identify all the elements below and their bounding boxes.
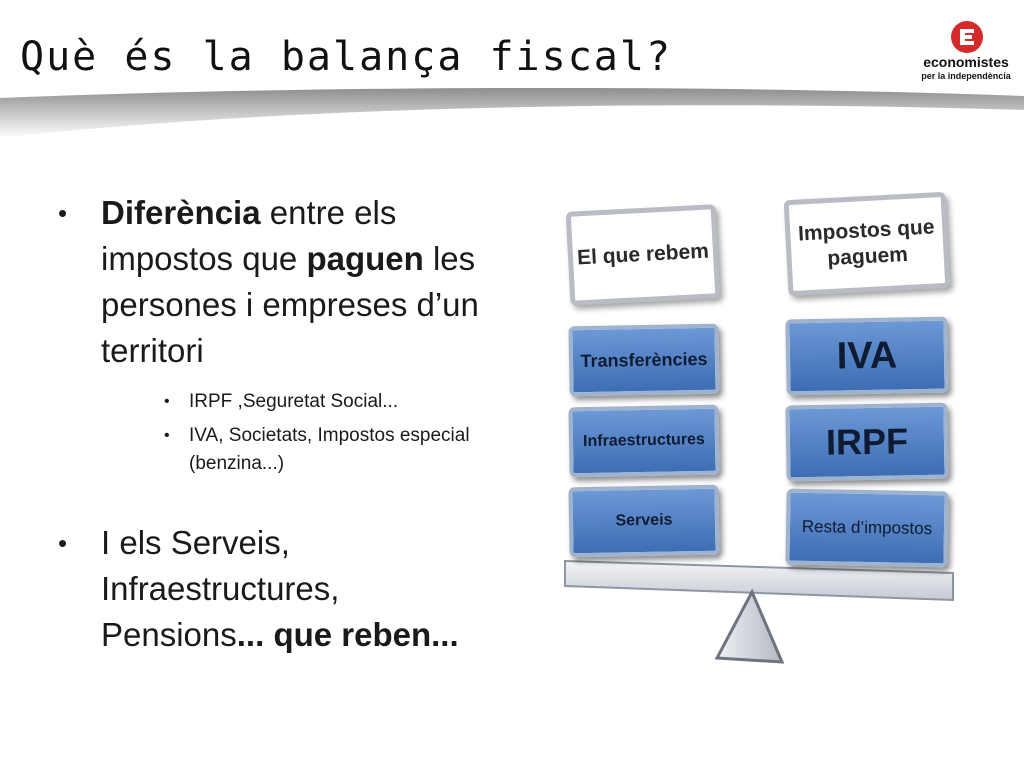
- scale-fulcrum: [714, 588, 785, 664]
- bullet-sub-2: •IVA, Societats, Impostos especial (benz…: [58, 422, 498, 478]
- header-swoosh: [0, 88, 1024, 138]
- left-item-transferencies: Transferències: [568, 323, 720, 397]
- logo-mark-icon: [951, 21, 983, 53]
- left-item-serveis: Serveis: [568, 484, 720, 558]
- page-title: Què és la balança fiscal?: [20, 34, 673, 80]
- left-item-infraestructures: Infraestructures: [568, 404, 720, 478]
- scale-beam: [564, 559, 954, 602]
- bullet-icon: •: [58, 528, 68, 558]
- left-header-card: El que rebem: [565, 204, 721, 306]
- right-item-irpf: IRPF: [785, 402, 949, 482]
- logo-name: economistes: [923, 54, 1009, 70]
- logo: economistes per la independència: [920, 20, 1011, 84]
- bullet-main-2: •I els Serveis, Infraestructures, Pensio…: [58, 520, 498, 658]
- logo-subtitle: per la independència: [921, 71, 1011, 81]
- right-item-iva: IVA: [785, 316, 949, 396]
- bullet-main-1: •Diferència entre els impostos que pague…: [58, 190, 498, 374]
- right-item-resta: Resta d’impostos: [785, 488, 949, 568]
- right-header-card: Impostos que paguem: [783, 191, 951, 297]
- bullet-icon: •: [164, 393, 170, 410]
- bullet-list: •Diferència entre els impostos que pague…: [58, 190, 498, 658]
- bullet-icon: •: [58, 198, 68, 228]
- bullet-sub-1: •IRPF ,Seguretat Social...: [58, 388, 498, 416]
- bullet-icon: •: [164, 427, 170, 444]
